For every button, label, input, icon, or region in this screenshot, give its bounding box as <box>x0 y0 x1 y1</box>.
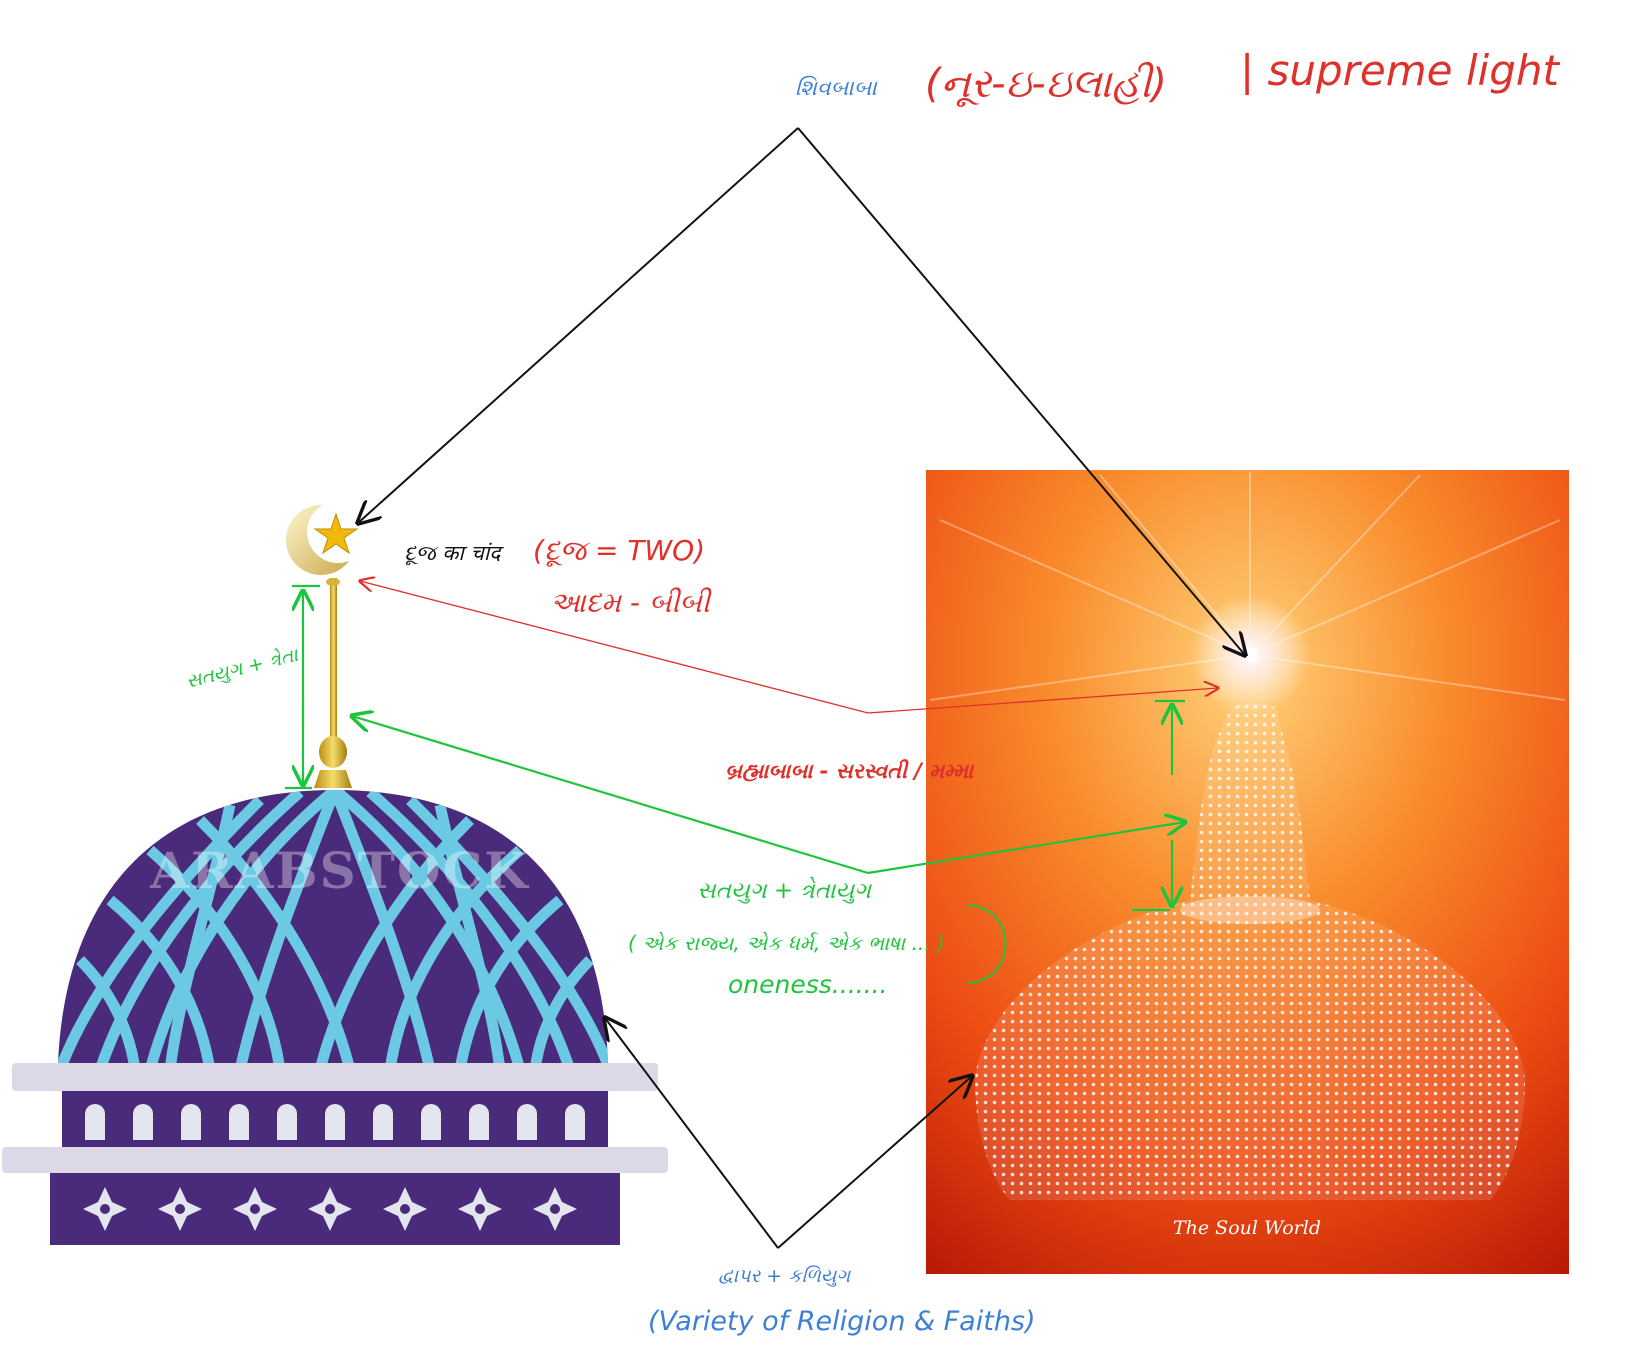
label-satyug-treta-spire: સતયુગ + ત્રેતા <box>184 642 302 693</box>
green-arrows <box>285 584 1185 984</box>
arrow-bottom-to-dome <box>605 1018 779 1249</box>
mosque-dome-image: ARABSTOCK <box>2 501 668 1245</box>
dome-ledge-top <box>12 1063 658 1091</box>
label-adam-bibi: આદમ - બીબી <box>550 586 712 619</box>
label-brahmababa: બ્રહ્માબાબા - સરસ્વતી / મમ્મા <box>725 759 975 783</box>
base-ornaments <box>83 1187 577 1231</box>
arrow-satyug-to-spire <box>352 716 869 875</box>
crescent-star-icon <box>286 501 369 575</box>
soul-world-poster: The Soul World <box>926 470 1569 1274</box>
arrow-top-to-crescent <box>358 127 799 523</box>
label-dooj-ka-chand: દૂજ का चांद <box>404 541 504 565</box>
label-oneness: oneness....... <box>728 970 887 999</box>
label-satyug-tretayug: સતયુગ + ત્રેતાયુગ <box>697 877 872 905</box>
arrow-satyug-to-light-pillar <box>867 822 1185 875</box>
label-dooj-two: (દૂજ = TWO) <box>533 534 705 568</box>
black-arrows <box>358 127 1245 1249</box>
dome-spire <box>314 578 352 788</box>
arrow-brahma-to-light <box>867 688 1218 714</box>
label-noor-e-ilahi: (નૂર-ઇ-ઇલાહી) <box>925 61 1167 107</box>
arrow-brahma-to-crescent <box>360 581 869 714</box>
stock-watermark: ARABSTOCK <box>149 841 530 900</box>
dome-ledge-bottom <box>2 1147 668 1173</box>
label-one-kingdom: ( એક રાજ્ય, એક ધર્મ, એક ભાષા ... ) <box>628 931 945 955</box>
label-dwapar-kaliyug: દ્વાપર + કળિયુગ <box>718 1265 851 1287</box>
poster-caption: The Soul World <box>1173 1217 1321 1239</box>
arrow-bottom-to-light-dome <box>777 1076 972 1249</box>
label-variety-of-religion: (Variety of Religion & Faiths) <box>648 1306 1036 1337</box>
label-supreme-light: | supreme light <box>1240 46 1560 95</box>
arrow-top-to-light <box>797 127 1245 655</box>
drum-windows <box>85 1104 585 1140</box>
label-shivbaba: શિવબાબા <box>795 75 878 101</box>
dome-lattice <box>58 790 608 1063</box>
red-arrows <box>360 581 1218 714</box>
light-dome <box>975 703 1525 1200</box>
